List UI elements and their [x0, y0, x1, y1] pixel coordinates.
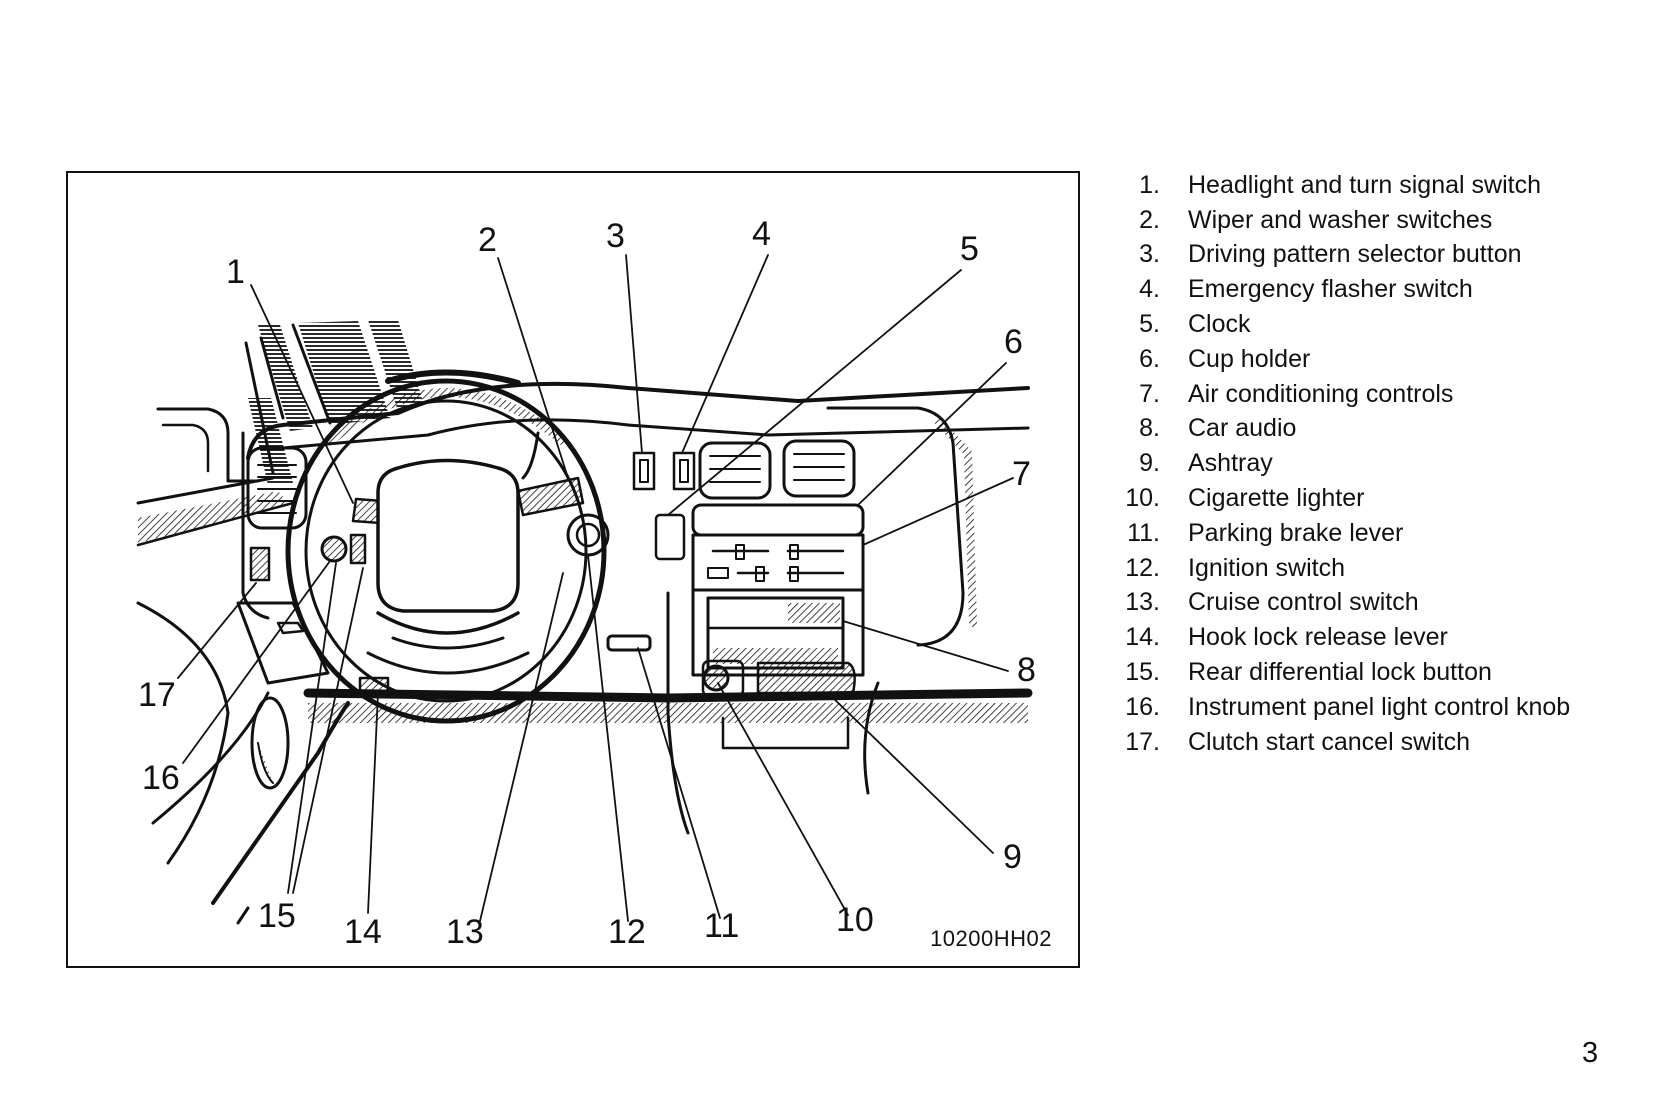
legend-label: Cigarette lighter — [1188, 484, 1365, 513]
component-legend: 1. Headlight and turn signal switch 2. Wipe… — [1110, 168, 1570, 760]
callout-7: 7 — [1012, 455, 1031, 493]
callout-10: 10 — [836, 901, 874, 939]
legend-number: 11. — [1127, 518, 1160, 547]
legend-number: 15. — [1125, 658, 1160, 687]
legend-label: Driving pattern selector button — [1188, 240, 1522, 269]
legend-item: 7. Air conditioning controls — [1110, 377, 1570, 412]
legend-item: 16. Instrument panel light control knob — [1110, 690, 1570, 725]
legend-item: 8. Car audio — [1110, 412, 1570, 447]
legend-item: 3. Driving pattern selector button — [1110, 238, 1570, 273]
callout-5: 5 — [960, 230, 979, 268]
callout-13: 13 — [446, 913, 484, 951]
panel-light-knob — [320, 535, 348, 563]
legend-item: 13. Cruise control switch — [1110, 586, 1570, 621]
parking-brake-lever — [606, 634, 652, 652]
legend-number: 7. — [1139, 379, 1160, 408]
legend-number: 5. — [1139, 310, 1160, 339]
legend-number: 2. — [1139, 205, 1160, 234]
clock — [654, 513, 686, 561]
legend-number: 10. — [1125, 484, 1160, 513]
legend-label: Parking brake lever — [1188, 518, 1404, 547]
ashtray — [756, 661, 856, 695]
callout-11: 11 — [704, 907, 740, 945]
legend-item: 4. Emergency flasher switch — [1110, 272, 1570, 307]
callout-15: 15 — [258, 897, 296, 935]
driving-pattern-button — [632, 451, 656, 491]
legend-item: 2. Wiper and washer switches — [1110, 203, 1570, 238]
ac-controls — [691, 533, 865, 592]
callout-8: 8 — [1017, 651, 1036, 689]
emergency-flasher-switch — [672, 451, 696, 491]
legend-item: 6. Cup holder — [1110, 342, 1570, 377]
legend-label: Hook lock release lever — [1188, 623, 1448, 652]
legend-number: 14. — [1125, 623, 1160, 652]
lower-dash — [303, 591, 1033, 835]
legend-item: 17. Clutch start cancel switch — [1110, 725, 1570, 760]
page-number: 3 — [1582, 1037, 1599, 1069]
door-panel — [136, 407, 295, 547]
legend-number: 16. — [1125, 692, 1160, 721]
callout-17: 17 — [138, 676, 176, 714]
legend-label: Cruise control switch — [1188, 588, 1419, 617]
legend-number: 12. — [1125, 553, 1160, 582]
legend-item: 15. Rear differential lock button — [1110, 655, 1570, 690]
legend-item: 1. Headlight and turn signal switch — [1110, 168, 1570, 203]
callout-14: 14 — [344, 913, 382, 951]
cup-holder — [691, 503, 865, 537]
legend-item: 9. Ashtray — [1110, 446, 1570, 481]
legend-label: Air conditioning controls — [1188, 379, 1454, 408]
legend-number: 1. — [1139, 170, 1160, 199]
left-lower-trim — [136, 601, 350, 925]
legend-number: 6. — [1139, 344, 1160, 373]
legend-item: 5. Clock — [1110, 307, 1570, 342]
dashboard-drawing — [136, 254, 1033, 925]
legend-label: Ashtray — [1188, 449, 1273, 478]
hook-lock-release-lever — [358, 676, 390, 694]
legend-label: Ignition switch — [1188, 553, 1346, 582]
legend-item: 14. Hook lock release lever — [1110, 620, 1570, 655]
legend-item: 12. Ignition switch — [1110, 551, 1570, 586]
legend-label: Instrument panel light control knob — [1188, 692, 1571, 721]
clutch-start-cancel-switch — [249, 546, 271, 582]
legend-label: Clock — [1188, 310, 1251, 339]
legend-number: 8. — [1139, 414, 1160, 443]
legend-number: 13. — [1125, 588, 1160, 617]
windshield-shading — [244, 320, 424, 485]
legend-number: 3. — [1139, 240, 1160, 269]
callout-9: 9 — [1003, 838, 1022, 876]
legend-label: Rear differential lock button — [1188, 658, 1492, 687]
steering-wheel — [285, 369, 610, 724]
legend-label: Cup holder — [1188, 344, 1311, 373]
leader-lines — [177, 254, 1014, 922]
callout-12: 12 — [608, 913, 646, 951]
legend-label: Car audio — [1188, 414, 1297, 443]
callout-16: 16 — [142, 759, 180, 797]
legend-number: 17. — [1125, 727, 1160, 756]
legend-label: Emergency flasher switch — [1188, 275, 1473, 304]
legend-label: Wiper and washer switches — [1188, 205, 1493, 234]
legend-label: Headlight and turn signal switch — [1188, 170, 1541, 199]
rear-diff-lock-button — [349, 533, 367, 565]
dashboard-illustration: 1 2 3 4 5 6 7 8 9 10 11 12 13 14 15 16 1… — [66, 171, 1080, 968]
cigarette-lighter — [702, 664, 730, 692]
callout-2: 2 — [478, 221, 497, 259]
center-air-vents — [698, 439, 856, 500]
left-air-vent — [241, 431, 308, 620]
callout-4: 4 — [752, 215, 771, 253]
callout-3: 3 — [606, 217, 625, 255]
callout-1: 1 — [226, 253, 245, 291]
legend-number: 4. — [1139, 275, 1160, 304]
legend-item: 11. Parking brake lever — [1110, 516, 1570, 551]
figure-code: 10200HH02 — [930, 926, 1052, 951]
callout-6: 6 — [1004, 323, 1023, 361]
legend-item: 10. Cigarette lighter — [1110, 481, 1570, 516]
legend-label: Clutch start cancel switch — [1188, 727, 1471, 756]
legend-number: 9. — [1139, 449, 1160, 478]
